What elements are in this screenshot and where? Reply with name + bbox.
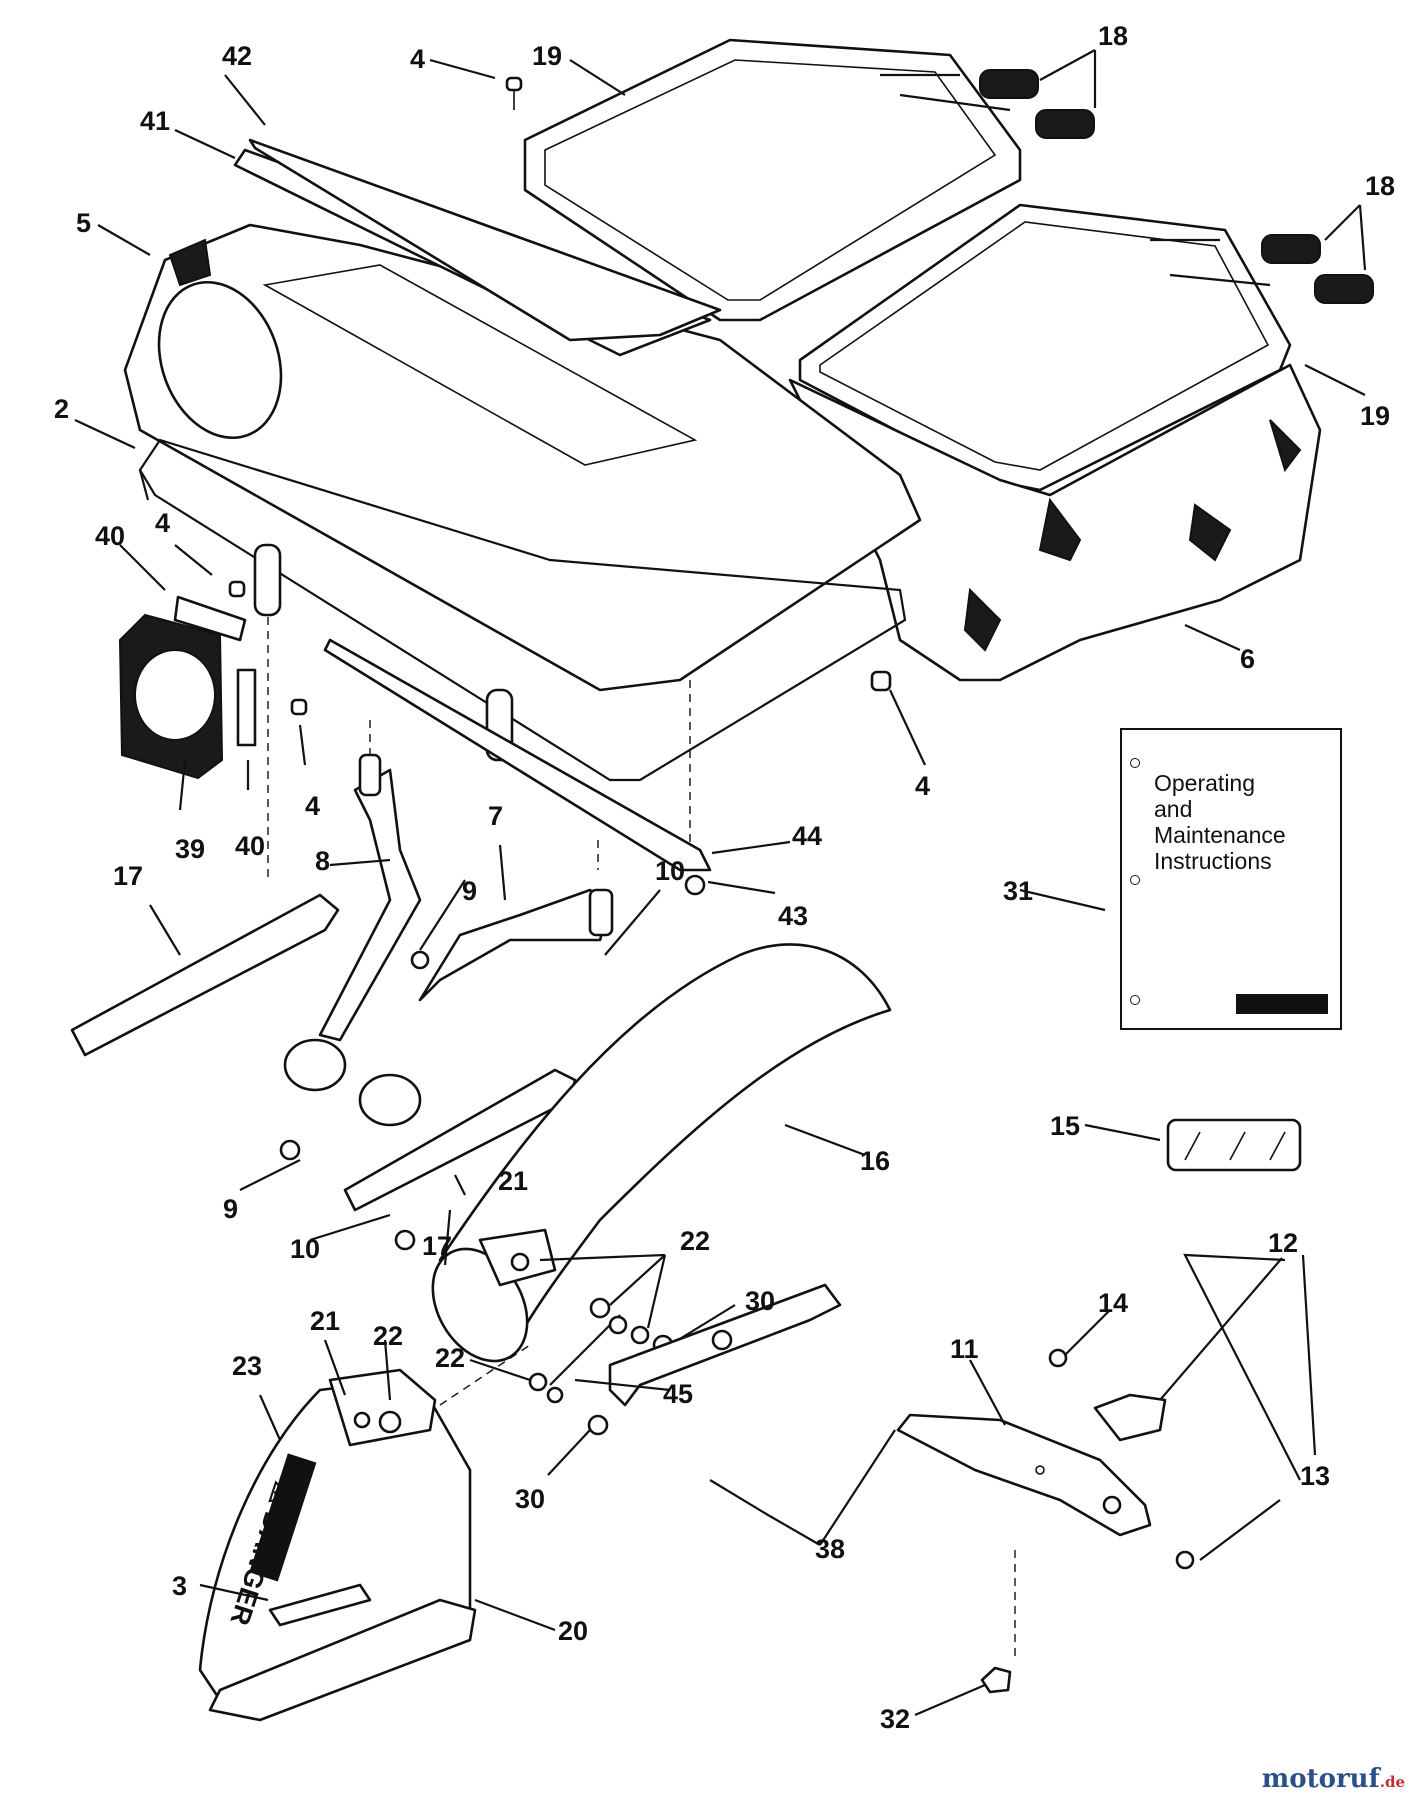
callout-15: 15 <box>1050 1111 1080 1141</box>
callout-18b: 18 <box>1365 171 1395 201</box>
callout-2: 2 <box>54 394 69 424</box>
callout-13: 13 <box>1300 1461 1330 1491</box>
callout-labels: 42 41 5 2 4 19 18 18 19 6 4 40 4 4 40 39… <box>54 21 1395 1734</box>
spring-assembly <box>528 1297 674 1436</box>
callout-4d: 4 <box>305 791 320 821</box>
manual-logo <box>1236 994 1328 1014</box>
callout-30b: 30 <box>515 1484 545 1514</box>
bag-frame-rear <box>523 38 1022 322</box>
callout-9a: 9 <box>462 876 477 906</box>
callout-32: 32 <box>880 1704 910 1734</box>
watermark-text: motoruf <box>1261 1764 1380 1794</box>
callout-17a: 17 <box>113 861 143 891</box>
callout-14: 14 <box>1098 1288 1128 1318</box>
callout-43: 43 <box>778 901 808 931</box>
callout-22c: 22 <box>373 1321 403 1351</box>
callout-30a: 30 <box>745 1286 775 1316</box>
manual-title-line: Operating <box>1154 770 1256 796</box>
watermark: motoruf.de <box>1262 1764 1405 1794</box>
callout-38: 38 <box>815 1534 845 1564</box>
callout-10b: 10 <box>290 1234 320 1264</box>
callout-10a: 10 <box>655 856 685 886</box>
callout-18a: 18 <box>1098 21 1128 51</box>
callout-44: 44 <box>792 821 822 851</box>
callout-22a: 22 <box>680 1226 710 1256</box>
callout-4b: 4 <box>155 508 170 538</box>
binding-hole-icon <box>1130 758 1140 768</box>
callout-4a: 4 <box>410 44 425 74</box>
deflector-gasket <box>118 595 257 780</box>
small-hardware <box>228 69 1374 1172</box>
grass-bag <box>788 363 1322 682</box>
callout-9b: 9 <box>223 1194 238 1224</box>
manual-title: Operating and Maintenance Instructions <box>1154 770 1334 874</box>
cover-plates <box>233 138 722 357</box>
discharge-chute <box>431 943 892 1363</box>
operating-manual: Operating and Maintenance Instructions <box>1120 728 1342 1030</box>
callout-21b: 21 <box>310 1306 340 1336</box>
callout-40b: 40 <box>235 831 265 861</box>
callout-16: 16 <box>860 1146 890 1176</box>
leader-arrows <box>74 49 1367 1717</box>
binding-hole-icon <box>1130 875 1140 885</box>
manual-title-line: Instructions <box>1154 848 1272 874</box>
callout-31: 31 <box>1003 876 1033 906</box>
blade-adapter <box>896 1348 1195 1694</box>
callout-23: 23 <box>232 1351 262 1381</box>
callout-41: 41 <box>140 106 170 136</box>
callout-3: 3 <box>172 1571 187 1601</box>
callout-20: 20 <box>558 1616 588 1646</box>
deflector-shield: ⚠ DANGER <box>198 1344 531 1722</box>
manual-title-line: Maintenance <box>1154 822 1286 848</box>
manual-title-line: and <box>1154 796 1193 822</box>
callout-21a: 21 <box>498 1166 528 1196</box>
callout-4c: 4 <box>915 771 930 801</box>
callout-17b: 17 <box>422 1231 452 1261</box>
watermark-suffix: .de <box>1379 1773 1405 1791</box>
callout-12: 12 <box>1268 1228 1298 1258</box>
callout-19b: 19 <box>1360 401 1390 431</box>
callout-5: 5 <box>76 208 91 238</box>
lift-linkage <box>70 617 614 1251</box>
mower-blade <box>608 1283 842 1407</box>
callout-39: 39 <box>175 834 205 864</box>
callout-19a: 19 <box>532 41 562 71</box>
callout-8: 8 <box>315 846 330 876</box>
callout-22b: 22 <box>435 1343 465 1373</box>
bag-frame-front <box>798 203 1292 492</box>
callout-6: 6 <box>1240 644 1255 674</box>
callout-42: 42 <box>222 41 252 71</box>
callout-40a: 40 <box>95 521 125 551</box>
binding-hole-icon <box>1130 995 1140 1005</box>
callout-45: 45 <box>663 1379 693 1409</box>
mounting-frame <box>138 438 907 896</box>
callout-11: 11 <box>950 1334 979 1364</box>
callout-7: 7 <box>488 801 503 831</box>
